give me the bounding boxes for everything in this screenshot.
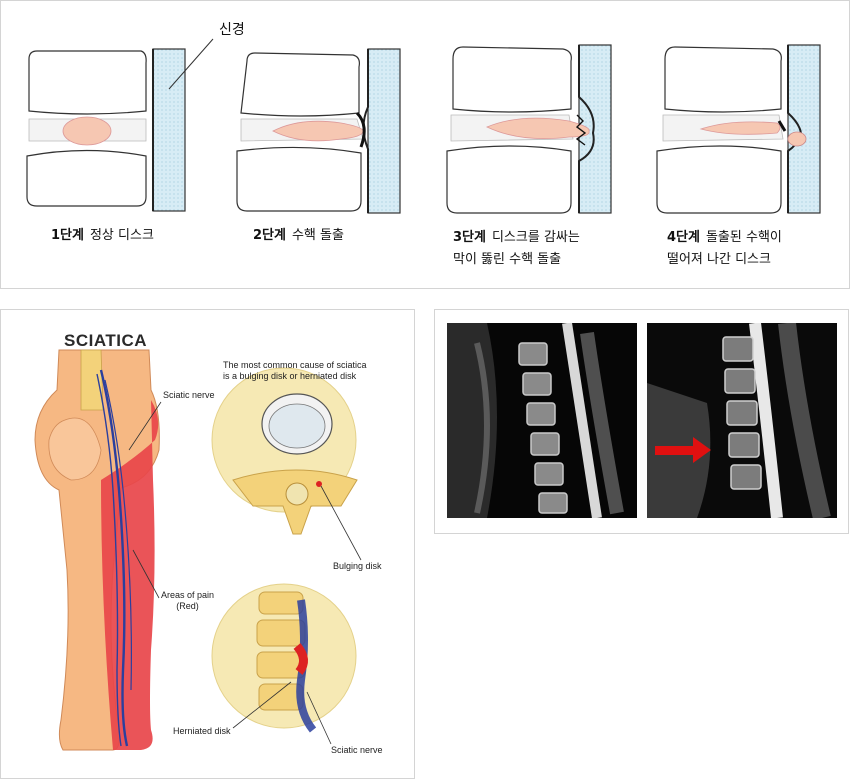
mri-image-normal bbox=[447, 323, 637, 518]
sciatica-title: SCIATICA bbox=[64, 331, 148, 350]
red-arrow-icon bbox=[655, 437, 711, 463]
sciatica-panel: SCIATICA The most common cause of sciati… bbox=[0, 309, 415, 779]
areas-line-2: (Red) bbox=[176, 601, 199, 611]
herniated-disk-inset bbox=[211, 583, 357, 733]
stage-2-label: 2단계 수핵 돌출 bbox=[253, 225, 344, 247]
stage-1-diagram bbox=[26, 38, 214, 212]
stage-3-diagram bbox=[446, 44, 612, 214]
caption-line-1: The most common cause of sciatica bbox=[223, 360, 367, 370]
bulging-disk-inset bbox=[211, 367, 358, 535]
stage-3-desc: 디스크를 감싸는 bbox=[491, 230, 580, 245]
stage-3-label: 3단계 디스크를 감싸는 막이 뚫린 수핵 돌출 bbox=[453, 227, 580, 271]
stage-2-step: 2단계 bbox=[253, 228, 286, 243]
stage-4-desc-2: 떨어져 나간 디스크 bbox=[667, 252, 771, 267]
mri-image-herniated bbox=[647, 323, 837, 518]
sciatica-caption: The most common cause of sciatica is a b… bbox=[223, 360, 367, 382]
stage-2-diagram bbox=[236, 48, 401, 214]
stage-4-step: 4단계 bbox=[667, 230, 700, 245]
mri-panel bbox=[434, 309, 849, 534]
nerve-label: 신경 bbox=[219, 22, 245, 38]
stage-4-diagram bbox=[656, 44, 821, 214]
mri-scan-left bbox=[447, 323, 637, 518]
disc-stages-panel: 신경 1단계 정상 디스크 2단계 수핵 돌출 3단계 디스크를 감싸는 막이 뚫린 … bbox=[0, 0, 850, 289]
stage-4-label: 4단계 돌출된 수핵이 떨어져 나간 디스크 bbox=[667, 227, 782, 271]
stage-2-desc: 수핵 돌출 bbox=[291, 228, 344, 243]
stage-1-step: 1단계 bbox=[51, 228, 84, 243]
herniated-disk-label: Herniated disk bbox=[173, 726, 231, 736]
stage-3-desc-2: 막이 뚫린 수핵 돌출 bbox=[453, 252, 562, 267]
caption-line-2: is a bulging disk or herniated disk bbox=[223, 371, 357, 381]
sciatic-nerve-bottom-label: Sciatic nerve bbox=[331, 745, 383, 755]
mri-scan-right bbox=[647, 323, 837, 518]
areas-line-1: Areas of pain bbox=[161, 590, 215, 600]
stage-3-step: 3단계 bbox=[453, 230, 486, 245]
stage-1-label: 1단계 정상 디스크 bbox=[51, 225, 154, 247]
stage-4-desc: 돌출된 수핵이 bbox=[705, 230, 782, 245]
sciatic-nerve-label: Sciatic nerve bbox=[163, 390, 215, 400]
sciatica-illustration bbox=[34, 349, 362, 751]
disc-stages-illustration bbox=[26, 38, 821, 214]
bulging-disk-label: Bulging disk bbox=[333, 561, 382, 571]
areas-of-pain-label: Areas of pain (Red) bbox=[161, 590, 214, 612]
human-figure bbox=[34, 349, 160, 751]
stage-1-desc: 정상 디스크 bbox=[89, 228, 154, 243]
